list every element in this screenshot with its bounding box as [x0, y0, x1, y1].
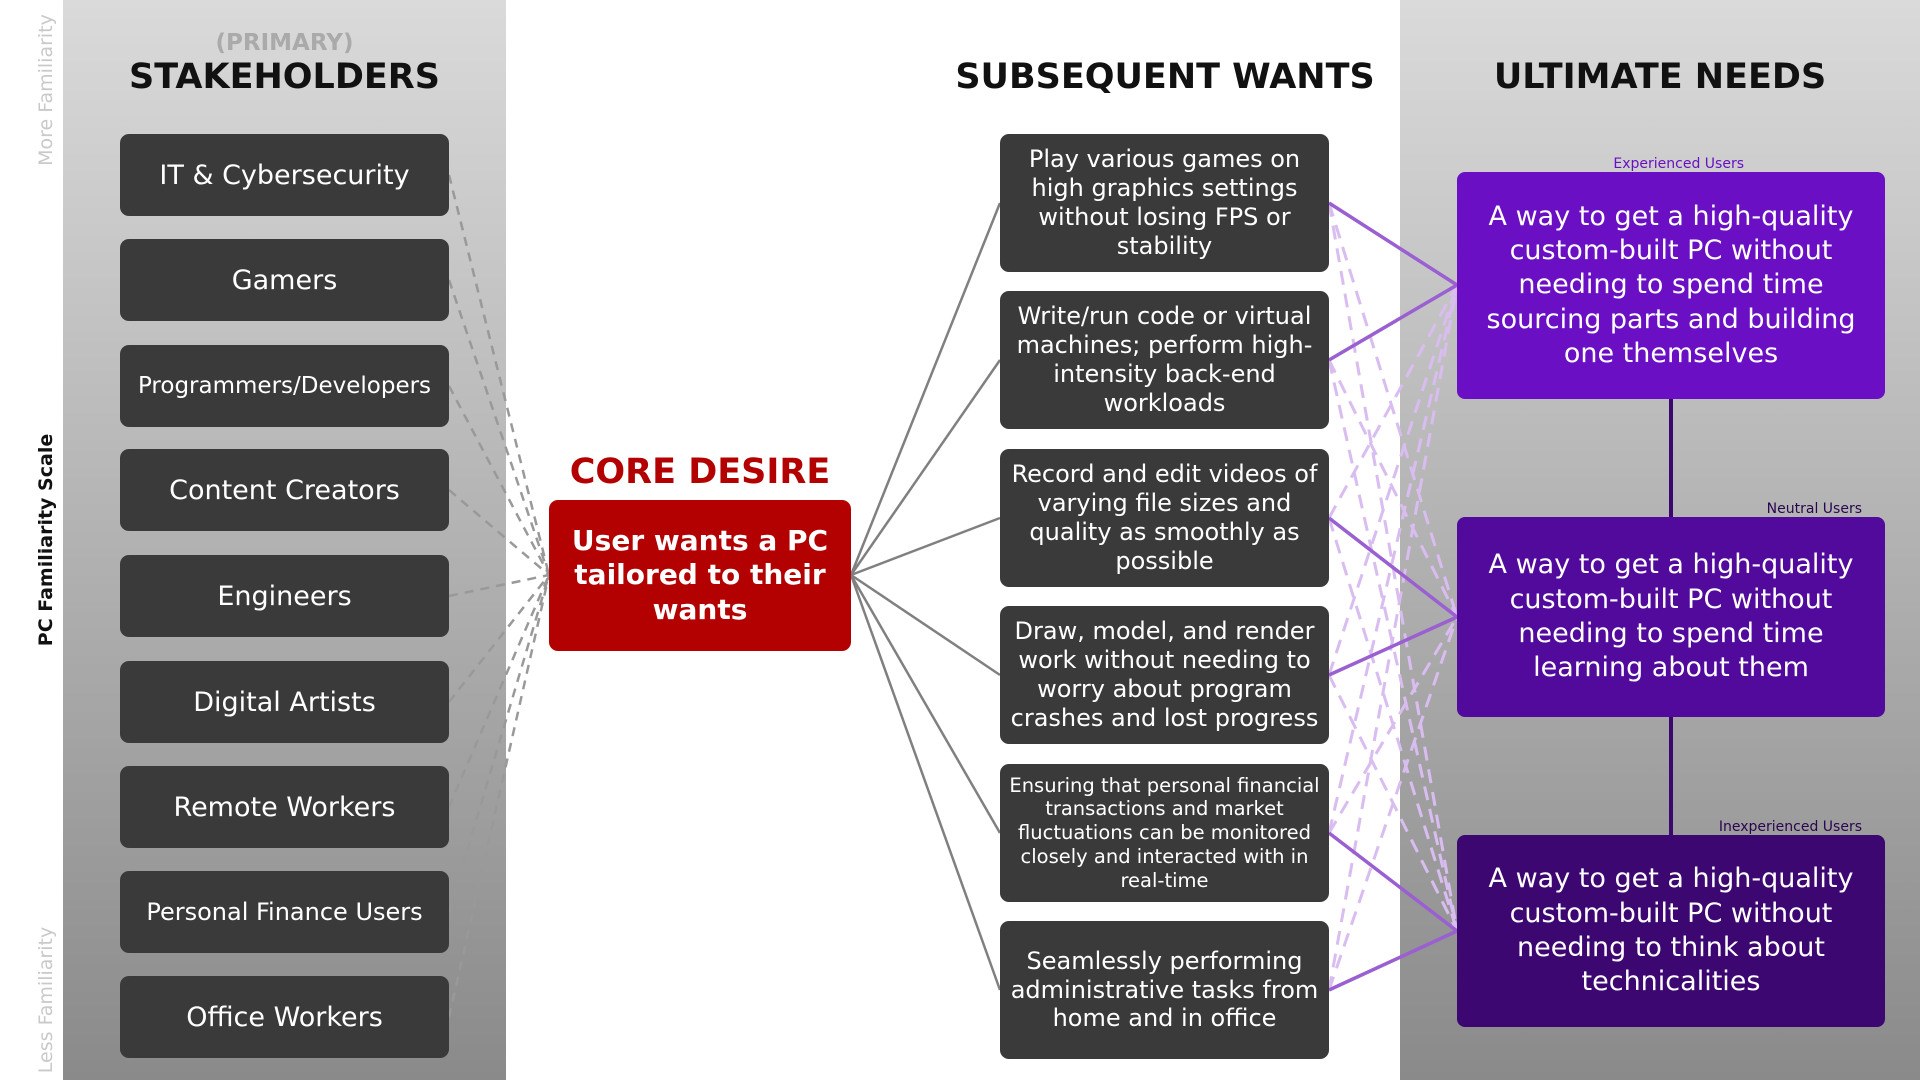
want-connector [849, 359, 1002, 576]
need-tag: Inexperienced Users [1718, 819, 1862, 835]
want-box: Record and edit videos of varying file s… [1000, 449, 1329, 587]
need-tag: Neutral Users [1766, 501, 1862, 517]
stakeholder-box: Office Workers [120, 976, 449, 1058]
familiarity-scale-strip [0, 0, 63, 1080]
need-box: A way to get a high-quality custom-built… [1457, 835, 1885, 1027]
stakeholder-box: Engineers [120, 555, 449, 637]
wants-title: SUBSEQUENT WANTS [955, 57, 1375, 97]
stakeholders-title: STAKEHOLDERS [129, 57, 440, 97]
need-connector-primary [1328, 929, 1458, 992]
stakeholders-subtitle: (PRIMARY) [215, 30, 354, 56]
stakeholder-box: IT & Cybersecurity [120, 134, 449, 216]
stakeholder-box: Digital Artists [120, 661, 449, 743]
stakeholder-connector [447, 279, 551, 576]
stakeholder-connector [447, 174, 551, 576]
stakeholder-box: Gamers [120, 239, 449, 321]
stakeholder-connector [448, 489, 550, 576]
scale-top-label: More Familiarity [35, 14, 57, 166]
stakeholder-connector [447, 385, 551, 576]
need-connector-primary [1327, 831, 1459, 933]
stakeholder-connector [447, 574, 551, 913]
need-connector-primary [1328, 615, 1458, 677]
need-connector-secondary [1327, 284, 1459, 991]
stakeholder-connector [448, 573, 550, 598]
need-connector-secondary [1327, 284, 1459, 834]
need-connector-secondary [1327, 284, 1459, 676]
stakeholder-connector [447, 574, 551, 1018]
want-box: Play various games on high graphics sett… [1000, 134, 1329, 272]
need-connector-secondary [1327, 359, 1459, 618]
stakeholder-box: Personal Finance Users [120, 871, 449, 953]
stakeholder-box: Remote Workers [120, 766, 449, 848]
needs-title: ULTIMATE NEEDS [1493, 57, 1827, 97]
want-connector [850, 516, 1001, 577]
want-connector [849, 574, 1002, 834]
stakeholder-box: Programmers/Developers [120, 345, 449, 427]
want-connector [850, 573, 1001, 677]
stakeholder-box: Content Creators [120, 449, 449, 531]
scale-title: PC Familiarity Scale [35, 433, 57, 647]
core-desire-title: CORE DESIRE [569, 452, 831, 492]
want-connector [849, 574, 1002, 991]
want-connector [849, 202, 1002, 576]
need-connector-secondary [1327, 359, 1459, 932]
need-connector-primary [1328, 201, 1458, 287]
need-connector-primary [1327, 516, 1459, 619]
scale-bottom-label: Less Familiarity [35, 926, 57, 1074]
core-desire-box: User wants a PC tailored to their wants [549, 500, 851, 651]
need-tag: Experienced Users [1613, 156, 1744, 172]
need-box: A way to get a high-quality custom-built… [1457, 517, 1885, 717]
want-box: Write/run code or virtual machines; perf… [1000, 291, 1329, 429]
need-connector-secondary [1327, 616, 1459, 834]
stakeholder-connector [447, 574, 551, 808]
want-box: Draw, model, and render work without nee… [1000, 606, 1329, 744]
need-connector-primary [1328, 283, 1458, 362]
want-box: Ensuring that personal financial transac… [1000, 764, 1329, 902]
need-box: A way to get a high-quality custom-built… [1457, 172, 1885, 399]
need-connector-secondary [1327, 616, 1459, 991]
stakeholder-connector [448, 574, 550, 703]
need-connector-secondary [1327, 202, 1459, 618]
want-box: Seamlessly performing administrative tas… [1000, 921, 1329, 1059]
